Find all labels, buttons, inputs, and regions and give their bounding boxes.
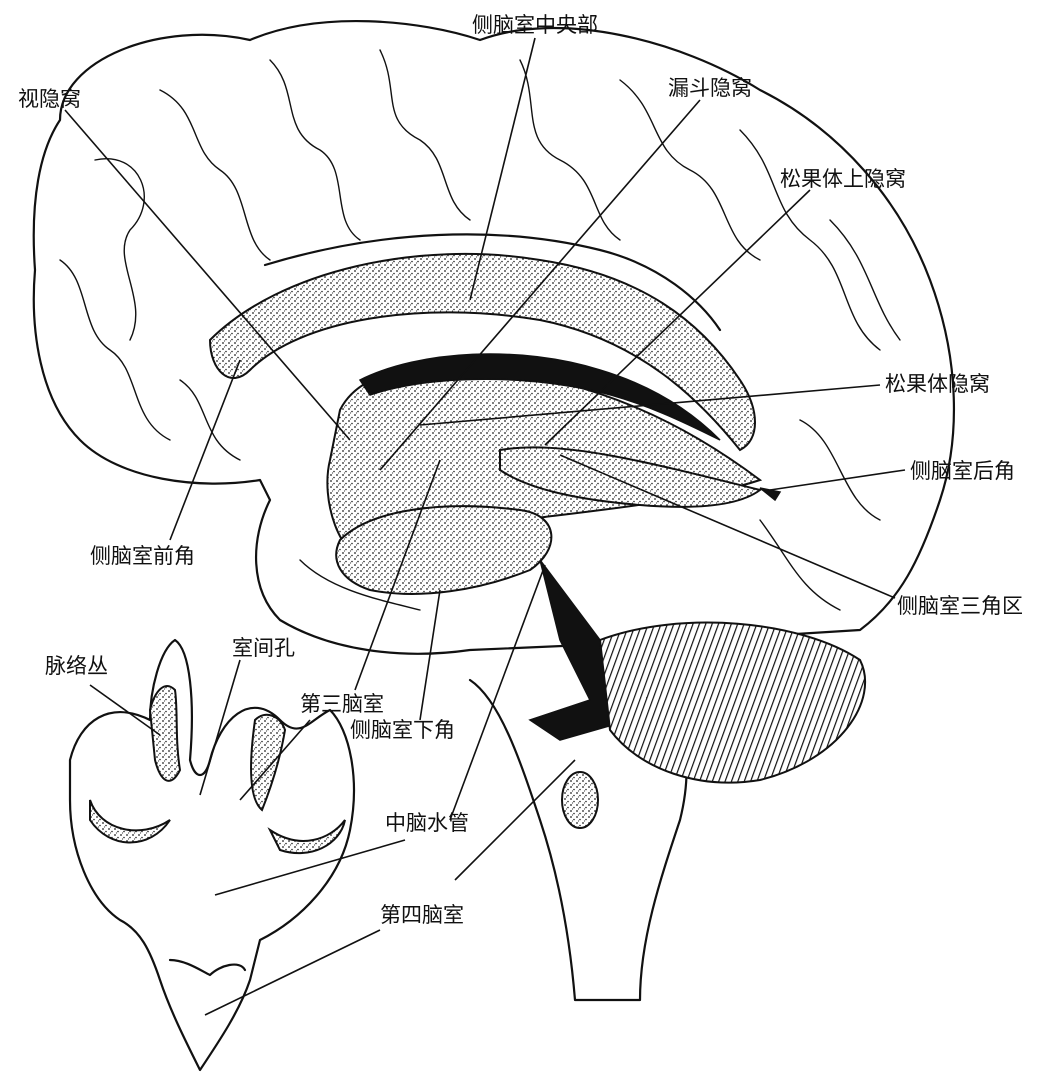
label-interventricular-foramen: 室间孔	[232, 636, 295, 660]
cerebellum	[600, 623, 865, 783]
label-choroid-plexus: 脉络丛	[45, 654, 108, 678]
label-suprapineal-recess: 松果体上隐窝	[780, 167, 906, 191]
label-optic-recess: 视隐窝	[18, 87, 81, 111]
label-aqueduct: 中脑水管	[385, 811, 469, 835]
label-trigone: 侧脑室三角区	[897, 594, 1023, 618]
label-inferior-horn: 侧脑室下角	[350, 718, 455, 742]
label-third-ventricle: 第三脑室	[300, 692, 384, 716]
label-infundibular-recess: 漏斗隐窝	[668, 76, 752, 100]
label-lateral-central: 侧脑室中央部	[472, 13, 598, 37]
label-posterior-horn: 侧脑室后角	[910, 459, 1015, 483]
label-pineal-recess: 松果体隐窝	[885, 372, 990, 396]
label-fourth-ventricle: 第四脑室	[380, 903, 464, 927]
label-anterior-horn: 侧脑室前角	[90, 544, 195, 568]
